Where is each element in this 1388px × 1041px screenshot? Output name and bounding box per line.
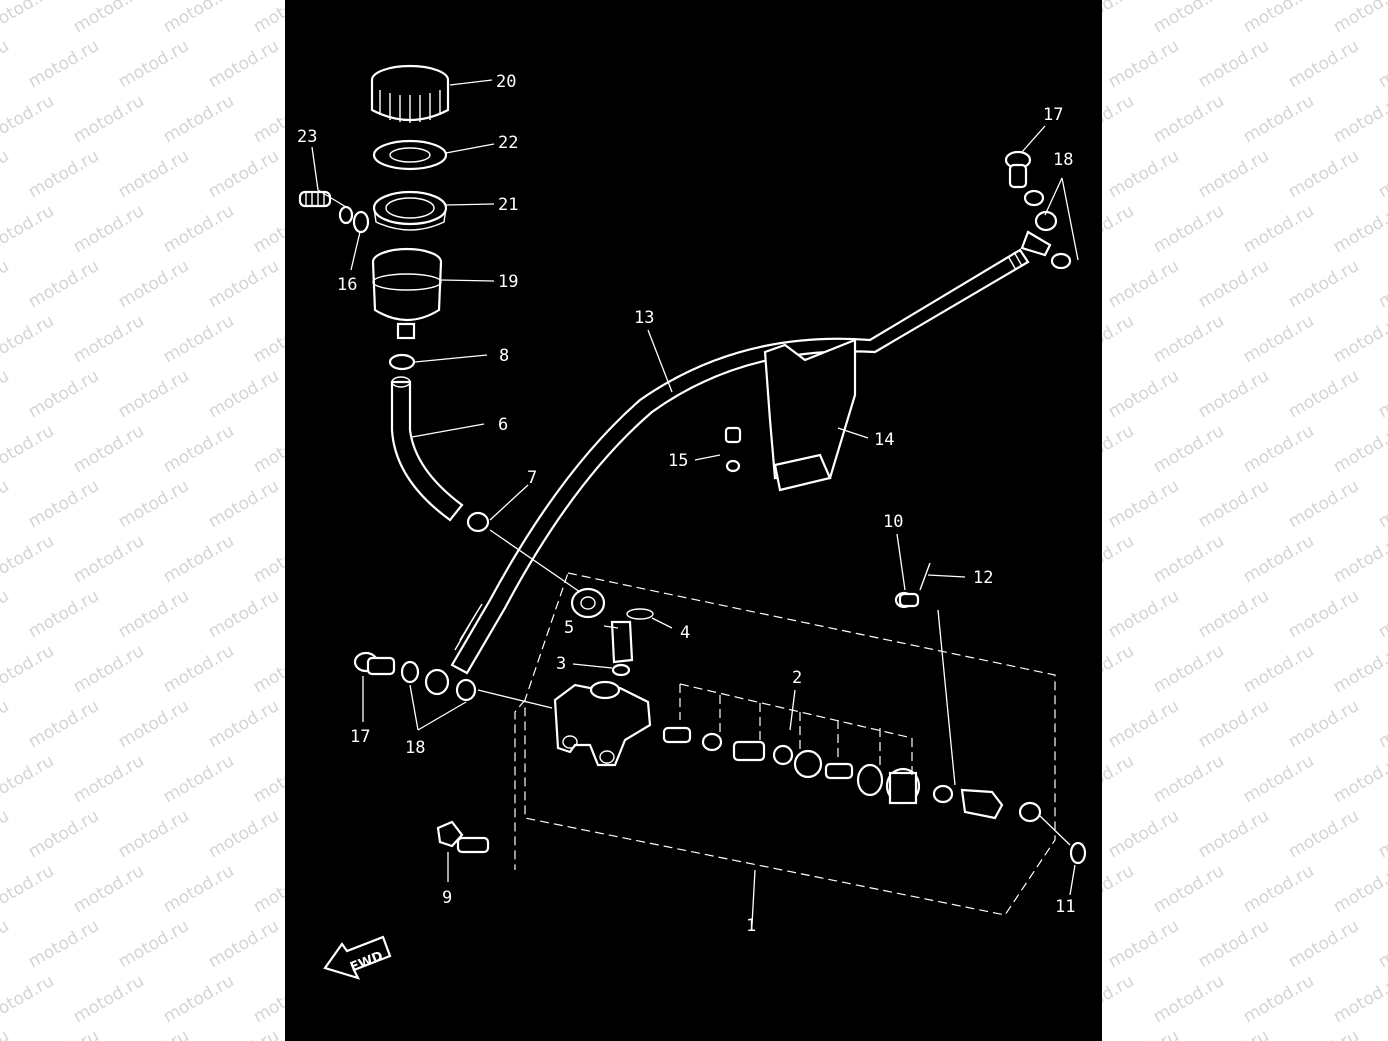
callout-23: 23 <box>297 127 317 147</box>
callout-6: 6 <box>498 415 508 435</box>
diaphragm <box>372 190 448 231</box>
callout-17-top: 17 <box>1043 105 1063 125</box>
callout-20: 20 <box>496 72 516 92</box>
callout-2: 2 <box>792 668 802 688</box>
washer-11 <box>1069 841 1087 865</box>
callout-7: 7 <box>527 468 537 488</box>
callout-14: 14 <box>874 430 894 450</box>
circlip-4 <box>626 608 654 620</box>
assembly-boundary <box>514 572 1056 916</box>
callout-12: 12 <box>973 568 993 588</box>
washer-16 <box>352 210 370 234</box>
callout-15: 15 <box>668 451 688 471</box>
reservoir-body <box>371 247 443 340</box>
callout-11: 11 <box>1055 897 1075 917</box>
callout-19: 19 <box>498 272 518 292</box>
hose-guide-14 <box>763 338 857 492</box>
reservoir-cap <box>370 64 450 123</box>
piston-kit-2 <box>662 726 954 805</box>
callout-5: 5 <box>564 618 574 638</box>
callout-10: 10 <box>883 512 903 532</box>
diagram-panel <box>285 0 1102 1041</box>
callout-13: 13 <box>634 308 654 328</box>
reservoir-hose-6 <box>390 376 464 522</box>
leader-lines <box>311 79 1079 926</box>
union-bolt-17-bottom <box>353 651 396 676</box>
reservoir-bolt-23 <box>298 190 354 225</box>
o-ring-3 <box>610 620 634 677</box>
callout-1: 1 <box>746 916 756 936</box>
callout-22: 22 <box>498 133 518 153</box>
mounting-bolt-9 <box>436 820 490 854</box>
push-rod-joint <box>960 788 1042 823</box>
master-cylinder-body <box>553 680 652 767</box>
fwd-direction-marker: FWD <box>323 935 392 980</box>
hose-joint-5 <box>570 587 606 619</box>
callout-3: 3 <box>556 654 566 674</box>
callout-16: 16 <box>337 275 357 295</box>
callout-18-top: 18 <box>1053 150 1073 170</box>
callout-9: 9 <box>442 888 452 908</box>
pin-10 <box>894 591 920 609</box>
guide-bolt-15 <box>724 426 742 473</box>
cotter-pin-12 <box>919 562 931 591</box>
washers-18-bottom <box>400 660 477 702</box>
callout-8: 8 <box>499 346 509 366</box>
callout-21: 21 <box>498 195 518 215</box>
union-bolt-17-top <box>1004 150 1032 189</box>
hose-clamp-7 <box>466 511 490 533</box>
diaphragm-plate <box>372 139 448 171</box>
callout-labels: 20 22 23 21 16 19 8 6 7 13 14 15 17 18 1… <box>297 72 1075 936</box>
callout-18-bottom: 18 <box>405 738 425 758</box>
hose-clamp-8 <box>388 353 416 371</box>
callout-4: 4 <box>680 623 690 643</box>
brake-hose-13 <box>450 248 1030 675</box>
callout-17-bottom: 17 <box>350 727 370 747</box>
washers-18-top <box>1020 189 1072 270</box>
